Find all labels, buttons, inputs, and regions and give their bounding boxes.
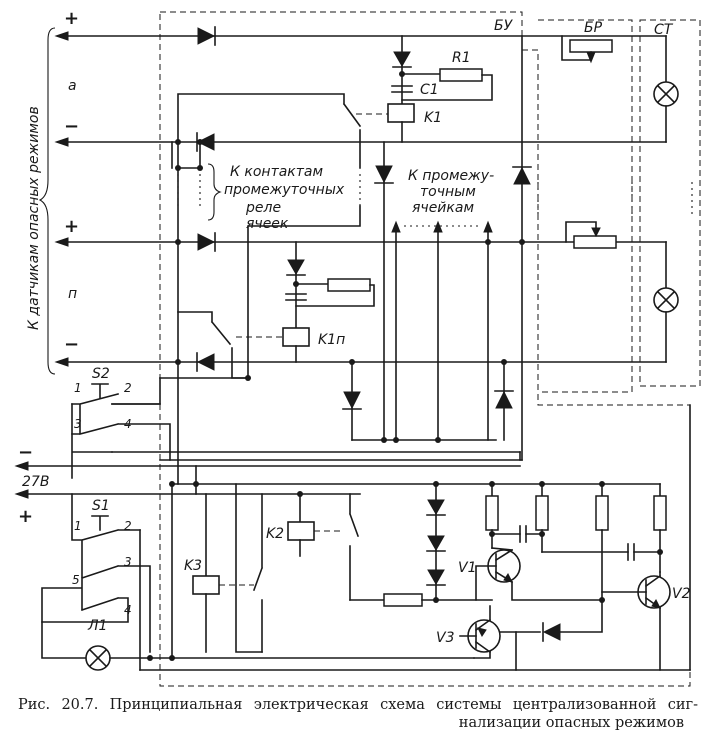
svg-text:2: 2 [124,381,132,395]
v3-label: V3 [436,630,454,646]
resistor-v1-base [383,593,423,607]
br-label: БР [584,20,603,36]
figure-caption: Рис. 20.7. Принципиальная электрическая … [18,696,698,732]
v1-label: V1 [458,560,476,576]
arrow-plus-a [54,31,69,41]
v2-label: V2 [672,586,691,602]
to-cells-text-3: ячейкам [412,200,474,216]
capacitor-upper [491,525,543,543]
k2-label: K2 [266,526,284,542]
transistor-v3 [467,618,501,654]
diode-k1n-branch [286,259,306,276]
transistor-v2 [637,574,671,610]
arrows-to-cells [391,220,493,441]
plus-a-sign: + [64,8,79,29]
caption-line-2: нализации опасных режимов [458,715,684,731]
to-cells-text-1: К промежу- [408,168,494,184]
c1-label: C1 [420,82,439,98]
k1-contact [177,93,362,169]
group-n-label: п [68,286,77,302]
svg-text:5: 5 [72,573,80,587]
svg-text:2: 2 [124,519,132,533]
transistor-v1 [487,548,521,584]
capacitor-lower [541,543,661,561]
resistor-r1 [439,68,483,82]
l1-label: Л1 [87,618,107,634]
resistor-row [485,483,667,601]
switch-s2 [71,393,171,461]
st-block-boundary [639,19,701,387]
relay-contacts-text-1: К контактам [230,164,323,180]
diode-minus-n [196,352,215,372]
diode-v3-base [542,622,561,642]
k1-label: K1 [424,110,442,126]
plus-27v-sign: + [18,506,33,527]
k1n-label: K1п [318,332,345,348]
plus-n-sign: + [64,216,79,237]
minus-n-sign: − [64,334,79,355]
group-a-label: а [68,78,77,94]
svg-text:1: 1 [74,381,82,395]
diode-plus-a [197,26,216,46]
lamp-l1 [85,645,111,671]
switch-s1 [41,493,151,653]
diode-n-down [342,391,362,410]
r1-label: R1 [452,50,471,66]
svg-text:1: 1 [74,519,82,533]
relay-contacts-text-3: реле [245,200,281,216]
resistor-k1n [327,278,371,292]
diode-plus-n [197,232,216,252]
diode-right-n [494,390,514,409]
diode-k1-branch [392,51,412,68]
caption-line-1: Рис. 20.7. Принципиальная электрическая … [18,697,698,713]
brace-relay-contacts [207,163,222,221]
s1-label: S1 [92,498,110,514]
side-brace [38,27,56,375]
lamp-st-n [653,287,679,313]
capacitor-c1 [391,85,413,93]
k2-contact [348,493,360,601]
diode-stack [426,499,446,586]
k3-label: K3 [184,558,202,574]
relay-coil-k1n [282,327,310,347]
relay-contacts-text-4: ячеек [246,216,289,232]
relay-contacts-text-2: промежуточных [224,182,345,198]
br-block-boundary [538,19,633,393]
v27-label: 27В [22,474,49,490]
relay-coil-k2 [287,521,315,541]
s2-label: S2 [92,366,110,382]
minus-27v-sign: − [18,442,33,463]
st-label: СТ [654,22,674,38]
relay-coil-k1 [387,103,415,123]
lamp-st-a [653,81,679,107]
k3-contact [252,493,264,653]
minus-a-sign: − [64,116,79,137]
arrow-minus-a [54,137,69,147]
svg-text:3: 3 [124,555,132,569]
to-cells-text-2: точным [420,184,476,200]
potentiometer-br-n [573,235,617,249]
diode-to-cells [374,165,394,184]
diode-right [512,166,532,185]
bu-block-boundary [159,11,691,687]
capacitor-k1n [285,293,307,301]
potentiometer-br-a [569,39,613,53]
relay-coil-k3 [192,575,220,595]
bu-label: БУ [494,18,514,34]
svg-text:3: 3 [74,417,82,431]
side-label: К датчикам опасных режимов [26,106,42,330]
